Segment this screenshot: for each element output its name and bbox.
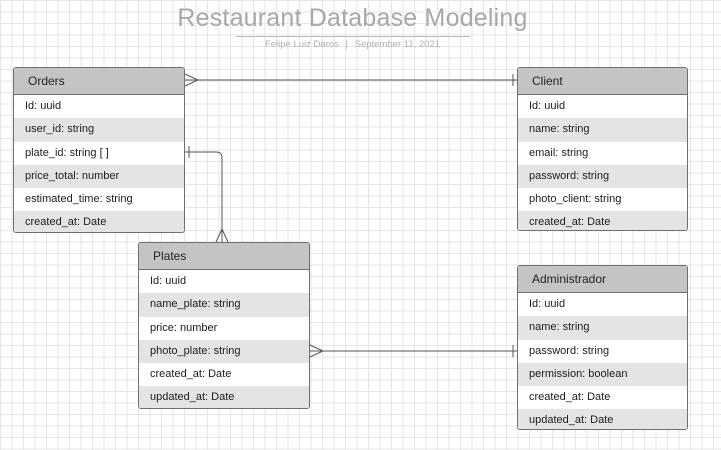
entity-administrador-title: Administrador [518,266,687,293]
field-row: email: string [518,141,687,165]
crowfoot-plates-end [215,227,229,243]
field-row: created_at: Date [518,211,687,230]
field-row: price_total: number [14,164,184,189]
crowfoot-orders-end [184,73,200,87]
author-name: Felipe Luiz Daros [264,39,339,50]
entity-plates-fields: Id: uuid name_plate: string price: numbe… [139,270,309,408]
diagram-subtitle: Felipe Luiz Daros | September 11, 2021 [0,39,705,50]
field-row: created_at: Date [139,363,309,387]
field-row: name: string [518,118,687,142]
field-row: Id: uuid [139,270,309,294]
entity-administrador-fields: Id: uuid name: string password: string p… [518,293,687,429]
entity-client[interactable]: Client Id: uuid name: string email: stri… [517,67,688,231]
field-row: Id: uuid [518,95,687,119]
field-row: photo_plate: string [139,339,309,364]
title-divider [236,36,470,37]
diagram-date: September 11, 2021 [354,39,441,50]
field-row: password: string [518,339,687,363]
field-row: created_at: Date [518,386,687,410]
field-row: estimated_time: string [14,188,184,212]
subtitle-separator: | [345,39,348,50]
field-row: plate_id: string [ ] [14,141,184,165]
diagram-title: Restaurant Database Modeling [177,4,528,32]
field-row: password: string [518,164,687,189]
field-row: updated_at: Date [139,386,309,408]
connector-orders-plates [185,151,223,242]
crowfoot-plates-admin-end [309,344,325,358]
field-row: price: number [139,316,309,340]
entity-orders-fields: Id: uuid user_id: string plate_id: strin… [14,95,184,232]
entity-orders[interactable]: Orders Id: uuid user_id: string plate_id… [13,67,185,233]
entity-orders-title: Orders [14,68,184,95]
entity-client-title: Client [518,68,687,95]
field-row: updated_at: Date [518,409,687,429]
field-row: created_at: Date [14,211,184,232]
field-row: name_plate: string [139,293,309,317]
entity-plates[interactable]: Plates Id: uuid name_plate: string price… [138,242,310,409]
field-row: name: string [518,316,687,340]
field-row: photo_client: string [518,188,687,212]
entity-administrador[interactable]: Administrador Id: uuid name: string pass… [517,265,688,430]
field-row: Id: uuid [14,95,184,119]
field-row: user_id: string [14,118,184,142]
entity-plates-title: Plates [139,243,309,270]
field-row: Id: uuid [518,293,687,317]
field-row: permission: boolean [518,362,687,387]
entity-client-fields: Id: uuid name: string email: string pass… [518,95,687,230]
